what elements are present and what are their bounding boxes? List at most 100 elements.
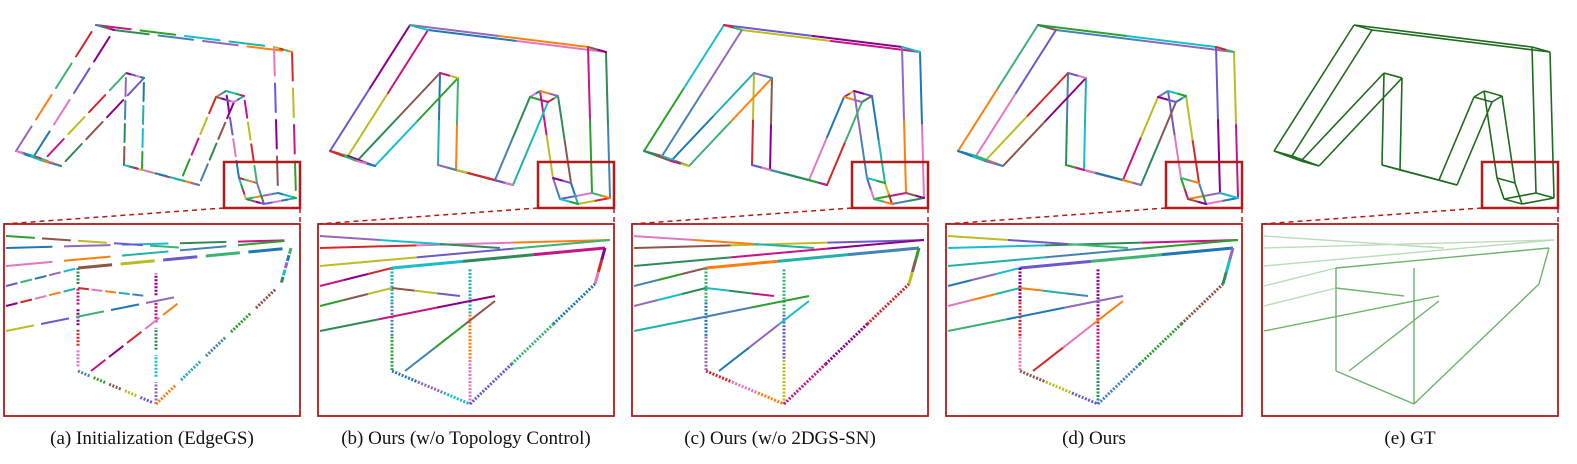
edge-segment — [871, 95, 880, 141]
edge-segment — [661, 92, 703, 157]
edge-line — [1335, 247, 1550, 269]
edge-segment — [1015, 29, 1057, 94]
edge-segment — [294, 160, 297, 191]
edge-segment — [1141, 239, 1239, 250]
edge-segment — [48, 271, 61, 277]
edge-segment — [342, 155, 358, 162]
edge-segment — [91, 288, 103, 292]
edge-segment — [53, 98, 71, 126]
edge-segment — [538, 98, 549, 103]
edge-segment — [258, 188, 262, 195]
edge-line — [1263, 235, 1445, 249]
edge-segment — [1076, 74, 1087, 79]
edge-segment — [559, 198, 570, 203]
edge-segment — [817, 181, 828, 186]
edge-line — [1381, 72, 1385, 166]
edge-line — [1335, 370, 1415, 405]
edge-segment — [5, 282, 18, 287]
edge-segment — [903, 119, 907, 194]
edge-segment — [319, 256, 417, 267]
edge-segment — [128, 165, 134, 169]
edge-segment — [633, 279, 659, 287]
edge-segment — [1122, 137, 1142, 181]
edge-segment — [730, 241, 828, 247]
edge-line — [1538, 247, 1550, 285]
edge-line — [1496, 177, 1505, 200]
edge-segment — [468, 362, 513, 406]
zoom-indicator-box — [222, 160, 302, 210]
edge-segment — [139, 29, 177, 36]
edge-line — [1399, 77, 1403, 171]
edge-segment — [1180, 177, 1191, 182]
edge-segment — [235, 160, 240, 179]
edge-segment — [1037, 24, 1128, 37]
edge-segment — [552, 177, 558, 190]
edge-segment — [670, 160, 681, 165]
edge-segment — [1140, 142, 1160, 186]
edge-segment — [891, 200, 909, 205]
edge-segment — [633, 299, 659, 307]
edge-segment — [215, 96, 222, 100]
zoom-view-box — [317, 223, 615, 417]
edge-line — [1535, 192, 1555, 199]
edge-segment — [1037, 24, 1048, 29]
edge-segment — [262, 193, 271, 197]
edge-segment — [436, 295, 496, 309]
zoom-view-box — [1261, 223, 1559, 417]
edge-segment — [63, 287, 76, 293]
edge-segment — [529, 101, 549, 145]
edge-segment — [869, 187, 875, 200]
edge-segment — [75, 30, 93, 58]
edge-segment — [163, 255, 198, 262]
edge-segment — [5, 302, 18, 307]
edge-segment — [1065, 292, 1089, 297]
edge-segment — [1221, 197, 1239, 202]
edge-segment — [439, 243, 501, 249]
edge-segment — [240, 183, 244, 190]
edge-segment — [226, 101, 235, 120]
edge-segment — [605, 51, 609, 126]
edge-segment — [418, 26, 429, 31]
edge-segment — [434, 323, 466, 349]
edge-segment — [1201, 192, 1207, 205]
edge-segment — [56, 164, 62, 167]
edge-segment — [1139, 96, 1159, 140]
edge-segment — [862, 92, 873, 97]
edge-segment — [1180, 177, 1186, 190]
edge-segment — [5, 324, 35, 332]
edge-segment — [110, 303, 140, 311]
panel-b-wireframe — [329, 24, 611, 205]
edge-segment — [683, 24, 725, 89]
edge-segment — [947, 244, 1045, 249]
edge-segment — [208, 96, 217, 115]
edge-segment — [1173, 133, 1182, 179]
edge-segment — [711, 72, 755, 118]
edge-segment — [319, 279, 345, 287]
edge-segment — [570, 182, 576, 195]
edge-segment — [679, 162, 690, 167]
edge-segment — [723, 24, 734, 29]
edge-line — [1263, 287, 1337, 307]
edge-segment — [95, 24, 102, 28]
edge-segment — [905, 192, 916, 197]
edge-segment — [29, 154, 35, 157]
panel-c-wireframe — [643, 24, 925, 205]
edge-segment — [770, 77, 773, 125]
edge-segment — [808, 179, 819, 184]
edge-segment — [596, 48, 607, 53]
edge-segment — [511, 96, 531, 140]
edge-segment — [391, 287, 415, 292]
edge-segment — [762, 74, 773, 79]
edge-line — [1263, 295, 1440, 332]
edge-segment — [132, 166, 139, 170]
edge-segment — [882, 200, 893, 205]
edge-segment — [439, 72, 450, 77]
edge-segment — [575, 192, 593, 197]
edge-segment — [287, 247, 293, 255]
edge-segment — [1198, 182, 1204, 195]
edge-segment — [36, 158, 44, 162]
zoom-view-box — [3, 223, 301, 417]
edge-segment — [947, 318, 1007, 332]
edge-line — [1501, 95, 1516, 184]
edge-segment — [910, 259, 918, 273]
